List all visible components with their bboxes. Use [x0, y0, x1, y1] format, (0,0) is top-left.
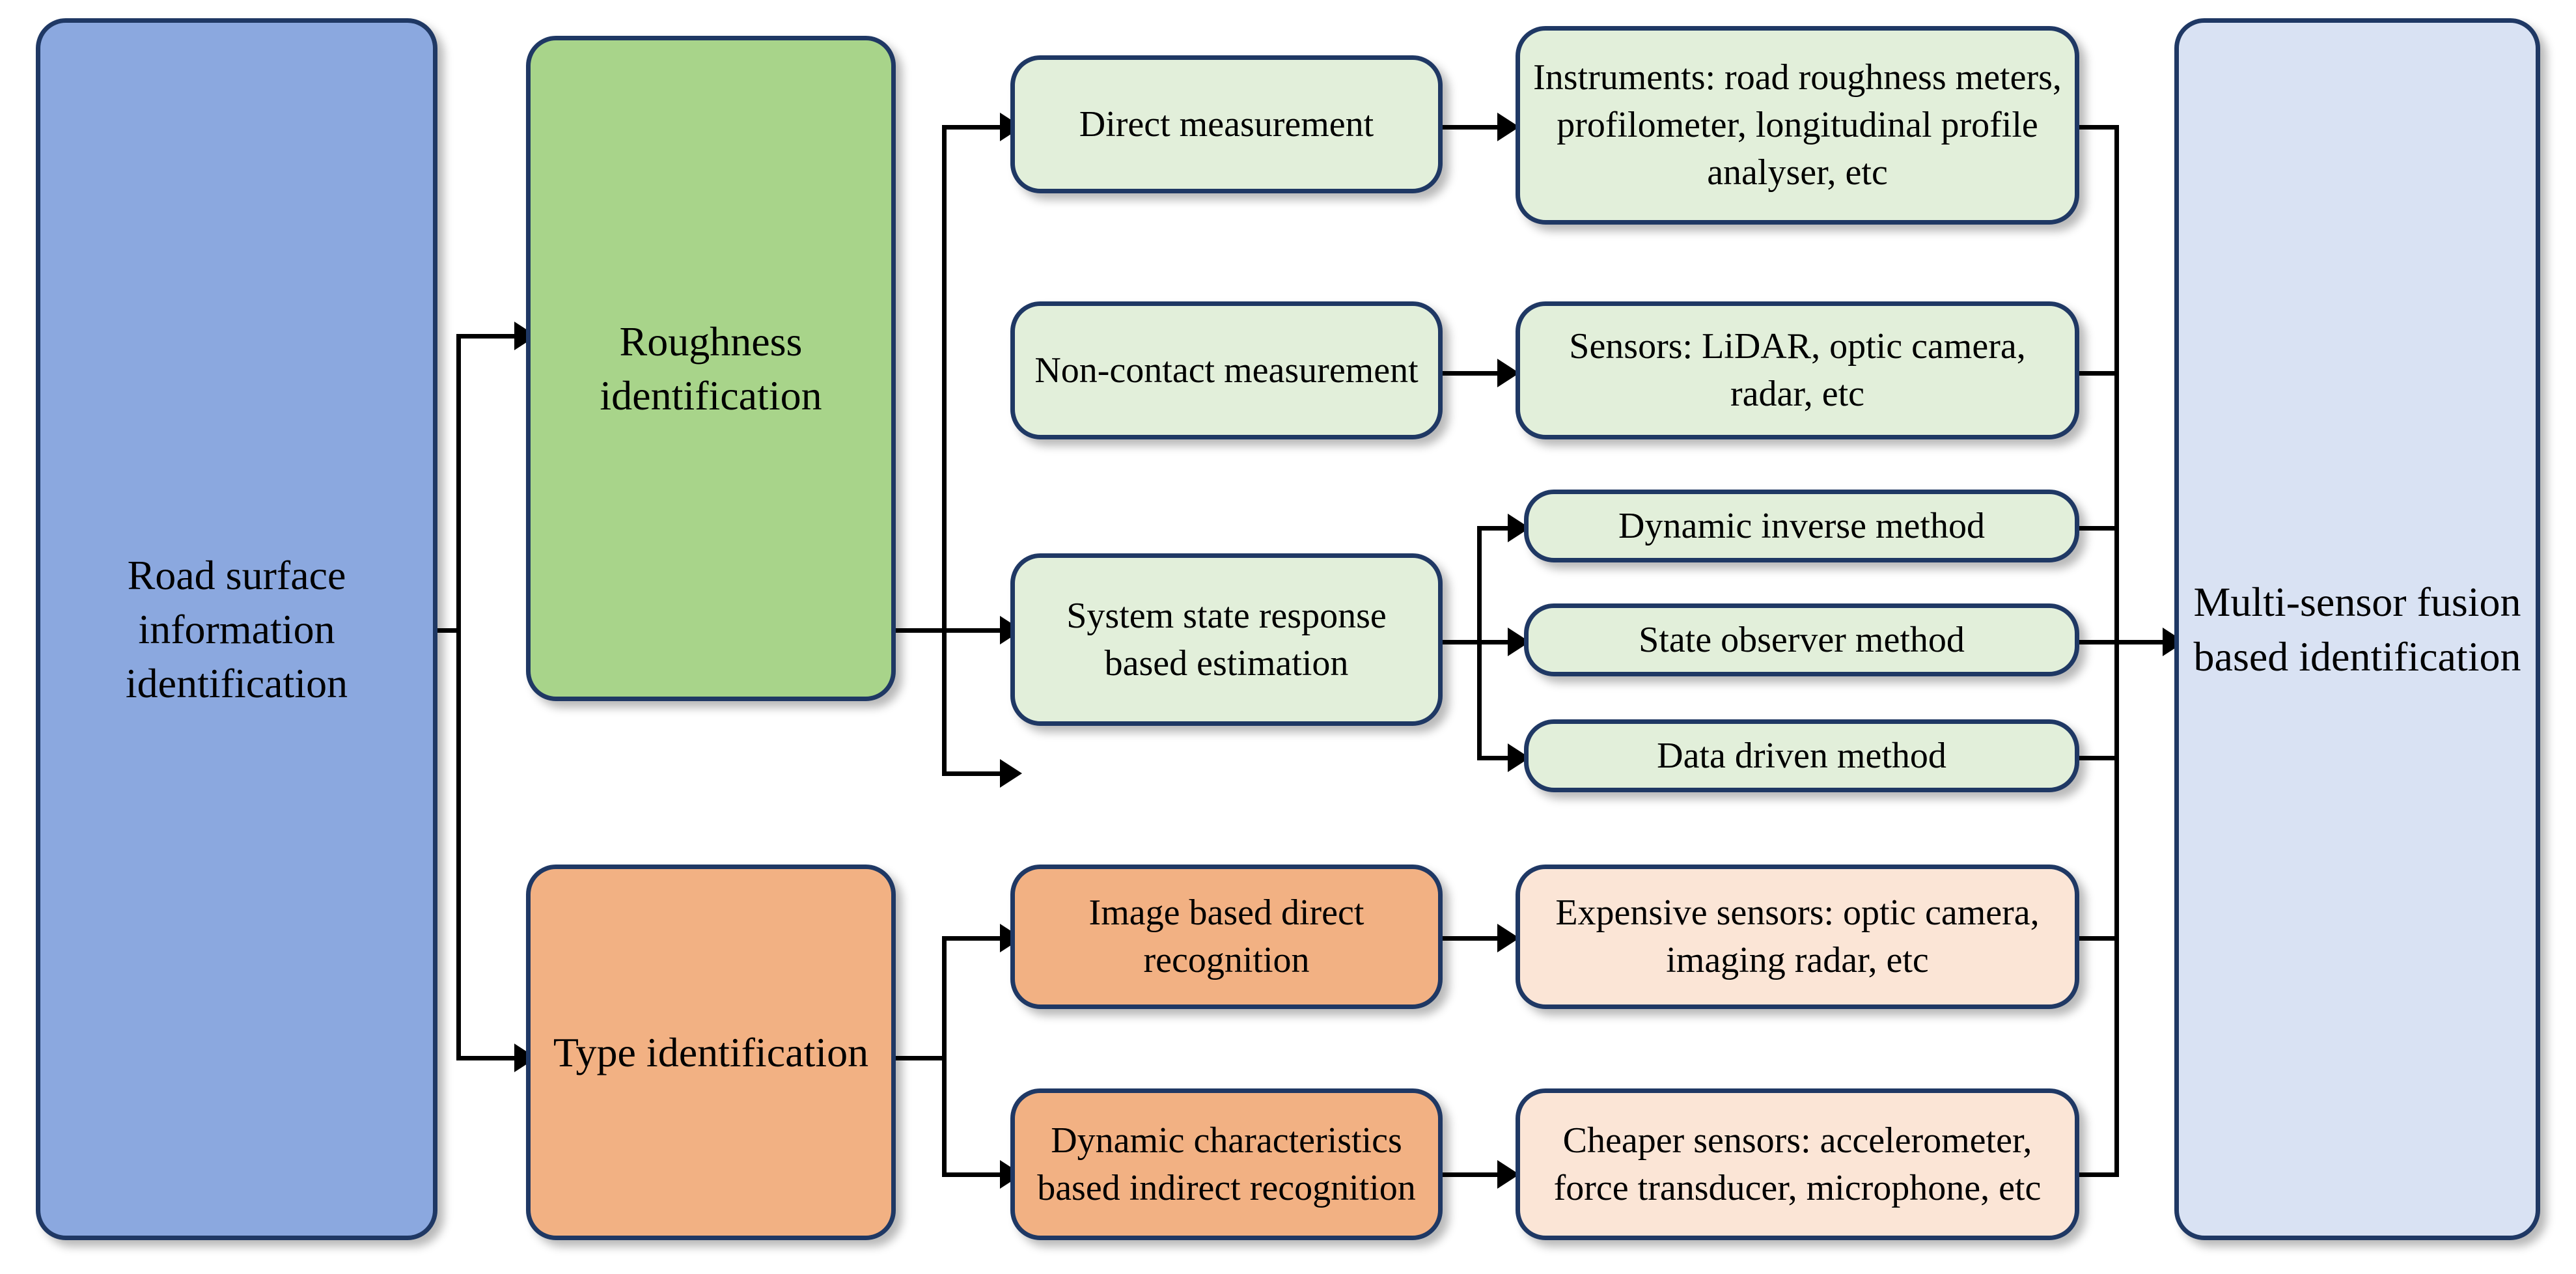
connector-roughness-to-direct [942, 125, 1010, 130]
connector-instruments-to-bus [2077, 125, 2119, 130]
node-fusion-identification[interactable]: Multi-sensor fusion based identification [2174, 18, 2540, 1240]
node-image-based-recognition-label: Image based direct recognition [1088, 893, 1364, 980]
node-sensors[interactable]: Sensors: LiDAR, optic camera, radar, etc [1516, 301, 2079, 439]
node-cheaper-sensors-label: Cheaper sensors: accelerometer, force tr… [1553, 1120, 2042, 1208]
node-instruments-label: Instruments: road roughness meters, prof… [1533, 57, 2062, 193]
node-non-contact-measurement[interactable]: Non-contact measurement [1010, 301, 1443, 439]
node-dynamic-characteristics-recognition-label: Dynamic characteristics based indirect r… [1037, 1120, 1416, 1208]
node-state-observer-method-label: State observer method [1639, 619, 1965, 660]
connector-type-to-image [942, 936, 1010, 941]
connector-image-to-expensive [1443, 936, 1516, 941]
node-cheaper-sensors[interactable]: Cheaper sensors: accelerometer, force tr… [1516, 1088, 2079, 1240]
connector-roughness-to-noncontact [942, 628, 1010, 633]
node-roughness-identification[interactable]: Roughness identification [526, 36, 896, 701]
node-sensors-label: Sensors: LiDAR, optic camera, radar, etc [1569, 326, 2026, 414]
node-roughness-label: Roughness identification [600, 318, 822, 419]
node-instruments[interactable]: Instruments: road roughness meters, prof… [1516, 26, 2079, 225]
connector-systemstate-to-observer [1477, 640, 1524, 644]
connector-fusion-bus [2114, 125, 2119, 1177]
connector-sensors-to-bus [2077, 371, 2119, 376]
node-dynamic-inverse-method-label: Dynamic inverse method [1618, 505, 1985, 546]
node-system-state-estimation[interactable]: System state response based estimation [1010, 553, 1443, 726]
connector-type-to-dynchar [942, 1172, 1010, 1177]
connector-dynamic-to-bus [2077, 526, 2119, 531]
connector-root-bus [456, 334, 461, 1060]
node-root[interactable]: Road surface information identification [36, 18, 437, 1240]
connector-datadriven-to-bus [2077, 756, 2119, 760]
connector-roughness-stub [896, 628, 947, 633]
node-expensive-sensors[interactable]: Expensive sensors: optic camera, imaging… [1516, 865, 2079, 1009]
connector-bus-to-fusion [2114, 640, 2173, 644]
node-data-driven-method[interactable]: Data driven method [1524, 719, 2079, 792]
node-system-state-estimation-label: System state response based estimation [1066, 595, 1387, 684]
connector-direct-to-instruments [1443, 125, 1516, 130]
connector-type-bus [942, 936, 947, 1177]
connector-root-stub [437, 628, 461, 633]
node-non-contact-measurement-label: Non-contact measurement [1034, 350, 1419, 391]
connector-systemstate-to-dynamic [1477, 526, 1524, 531]
node-type-label: Type identification [553, 1029, 869, 1075]
connector-root-to-roughness [456, 334, 525, 339]
connector-root-to-type [456, 1056, 525, 1060]
arrow-roughness-to-systemstate [1000, 759, 1022, 788]
connector-roughness-to-systemstate [942, 771, 1010, 776]
node-expensive-sensors-label: Expensive sensors: optic camera, imaging… [1555, 893, 2040, 980]
connector-systemstate-stub [1443, 640, 1482, 644]
connector-dynchar-to-cheaper [1443, 1172, 1516, 1177]
node-fusion-label: Multi-sensor fusion based identification [2193, 579, 2521, 680]
connector-systemstate-to-datadriven [1477, 756, 1524, 760]
node-dynamic-characteristics-recognition[interactable]: Dynamic characteristics based indirect r… [1010, 1088, 1443, 1240]
node-dynamic-inverse-method[interactable]: Dynamic inverse method [1524, 490, 2079, 562]
node-data-driven-method-label: Data driven method [1657, 735, 1946, 776]
node-direct-measurement-label: Direct measurement [1079, 104, 1374, 145]
connector-roughness-bus [942, 125, 947, 776]
connector-noncontact-to-sensors [1443, 371, 1516, 376]
connector-cheaper-to-bus [2077, 1172, 2119, 1177]
connector-expensive-to-bus [2077, 936, 2119, 941]
node-direct-measurement[interactable]: Direct measurement [1010, 55, 1443, 193]
node-image-based-recognition[interactable]: Image based direct recognition [1010, 865, 1443, 1009]
connector-type-stub [896, 1056, 947, 1060]
node-state-observer-method[interactable]: State observer method [1524, 603, 2079, 676]
connector-observer-to-bus [2077, 640, 2119, 644]
node-type-identification[interactable]: Type identification [526, 865, 896, 1240]
node-root-label: Road surface information identification [125, 551, 348, 707]
